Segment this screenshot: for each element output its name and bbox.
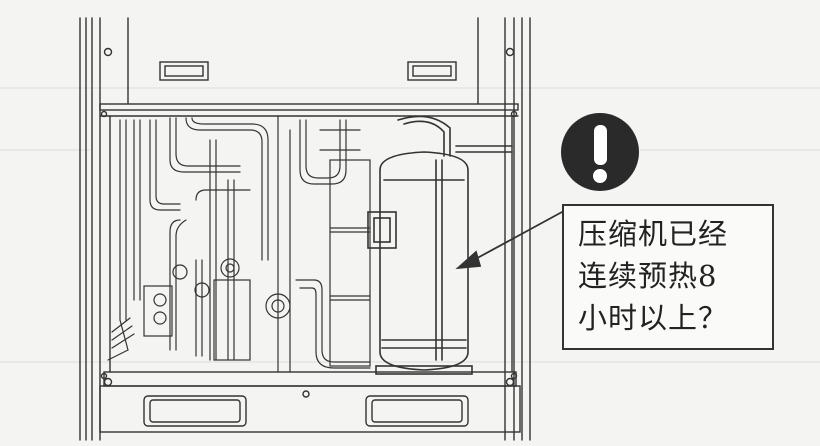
inner-panel [99,103,521,433]
warning-bar [594,125,607,165]
top-handles [159,61,457,81]
callout-line-2: 连续预热8 [578,259,718,293]
callout-box: 压缩机已经 连续预热8 小时以上？ [562,204,774,350]
callout-line-3: 小时以上？ [578,301,729,335]
pipework [107,117,269,361]
cabinet-frame [79,17,531,441]
warning-dot [593,169,607,183]
compressor [367,115,513,375]
exclamation-warning-icon [561,113,639,191]
callout-line-1: 压缩机已经 [578,217,729,251]
middle-tubing [265,115,371,373]
callout-leader [455,211,563,270]
